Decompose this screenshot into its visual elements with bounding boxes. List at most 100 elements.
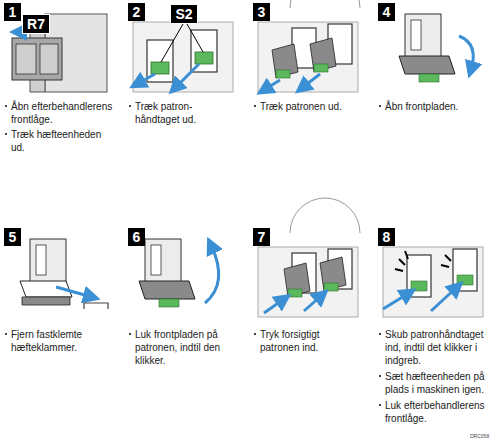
illustration-part (187, 24, 203, 52)
instruction-text: Åbn efterbehandlerens frontlåge. (11, 101, 112, 125)
bullet-dot (379, 105, 381, 107)
illustration-part (431, 287, 457, 311)
bullet-dot (5, 333, 7, 335)
illustration-part (264, 80, 280, 90)
illustration-part (36, 245, 46, 275)
instruction-item: Åbn frontpladen. (378, 100, 490, 113)
step-number-badge: 2 (128, 3, 145, 21)
callout-label: R7 (22, 14, 50, 34)
illustration-part (139, 281, 195, 299)
illustration-part (159, 299, 179, 307)
step-5-drawing (20, 239, 108, 309)
instruction-text: Træk patron- håndtaget ud. (135, 101, 196, 125)
step-number: 4 (383, 4, 391, 20)
illustration-part (145, 239, 181, 283)
step-number: 3 (258, 4, 266, 20)
illustration-part (314, 64, 328, 72)
illustration-part (290, 198, 360, 233)
callout-text: S2 (175, 6, 192, 22)
instruction-item: Skub patronhåndtaget ind, indtil det kli… (378, 328, 496, 367)
illustration-part (399, 56, 455, 74)
illustration-part (441, 265, 449, 267)
bullet-dot (379, 375, 381, 377)
illustration-part (12, 38, 62, 80)
step-7-drawing (258, 198, 360, 317)
bullet-dot (379, 404, 381, 406)
illustration-part (40, 44, 58, 74)
step-8-drawing (383, 247, 483, 317)
instruction-text: Fjern fastklemte hæfteklammer. (11, 329, 82, 353)
illustration-part (137, 74, 155, 84)
instruction-text: Træk hæfteenheden ud. (11, 129, 101, 153)
instruction-item: Åbn efterbehandlerens frontlåge. (4, 100, 116, 126)
figure-code: DRC058 (470, 433, 498, 439)
illustration-part (191, 30, 217, 72)
step-2-drawing (133, 22, 233, 92)
step-number: 6 (133, 229, 141, 245)
step-number-badge: 1 (4, 3, 21, 21)
instruction-item: Luk frontpladen på patronen, indtil den … (128, 328, 232, 367)
illustration-part (405, 251, 408, 259)
step-number: 8 (383, 229, 391, 245)
illustration-part (320, 257, 346, 291)
instruction-item: Luk efterbehandlerens frontlåge. (378, 399, 490, 425)
illustration-part (453, 249, 477, 291)
illustration-part (56, 287, 92, 297)
instruction-text: Luk frontpladen på patronen, indtil den … (135, 329, 220, 366)
illustration-part (276, 70, 290, 78)
illustration-part (161, 24, 183, 62)
step-number-badge: 4 (378, 3, 395, 21)
step-number: 5 (9, 229, 17, 245)
illustration-part (419, 74, 439, 82)
illustration-part (133, 22, 233, 92)
step-6-drawing (139, 239, 219, 307)
illustration-part (284, 263, 310, 297)
instruction-text: Tryk forsigtigt patronen ind. (260, 329, 320, 353)
step-1-drawing (12, 14, 107, 92)
illustration-part (151, 245, 161, 275)
step-number: 2 (133, 4, 141, 20)
illustration-part (258, 247, 358, 317)
illustration-part (383, 247, 483, 317)
illustration-part (459, 36, 473, 70)
bullet-dot (254, 105, 256, 107)
illustration-part (310, 38, 336, 72)
illustration-part (195, 52, 213, 64)
illustration-part (30, 239, 66, 283)
instruction-item: Sæt hæfteenheden på plads i maskinen ige… (378, 370, 490, 396)
illustration-part (383, 293, 409, 309)
bullet-dot (129, 105, 131, 107)
step-number: 7 (258, 229, 266, 245)
instruction-text: Skub patronhåndtaget ind, indtil det kli… (385, 329, 483, 366)
illustration-part (258, 22, 358, 92)
instruction-text: Luk efterbehandlerens frontlåge. (385, 400, 485, 424)
illustration-part (395, 269, 403, 271)
step-number: 1 (9, 4, 17, 20)
step-3-drawing (258, 0, 360, 92)
illustration-part (445, 255, 451, 261)
bullet-dot (379, 333, 381, 335)
instruction-text: Åbn frontpladen. (385, 101, 458, 112)
step-number-badge: 3 (253, 3, 270, 21)
callout-text: R7 (27, 16, 45, 32)
step-number-badge: 7 (253, 228, 270, 246)
illustration-part (16, 44, 36, 74)
illustration-part (411, 20, 421, 50)
step-number-badge: 5 (4, 228, 21, 246)
instruction-item: Fjern fastklemte hæfteklammer. (4, 328, 96, 354)
bullet-dot (254, 333, 256, 335)
figure-code-text: DRC058 (470, 433, 489, 439)
illustration-part (457, 275, 473, 285)
instruction-item: Træk patronen ud. (253, 100, 365, 113)
illustration-part (264, 299, 284, 313)
instruction-item: Træk hæfteenheden ud. (4, 128, 116, 154)
instruction-item: Træk patron- håndtaget ud. (128, 100, 200, 126)
bullet-dot (5, 133, 7, 135)
instruction-text: Træk patronen ud. (260, 101, 342, 112)
step-number-badge: 6 (128, 228, 145, 246)
illustration-part (324, 283, 338, 291)
instruction-item: Tryk forsigtigt patronen ind. (253, 328, 333, 354)
bullet-dot (5, 105, 7, 107)
illustration-part (272, 44, 298, 78)
